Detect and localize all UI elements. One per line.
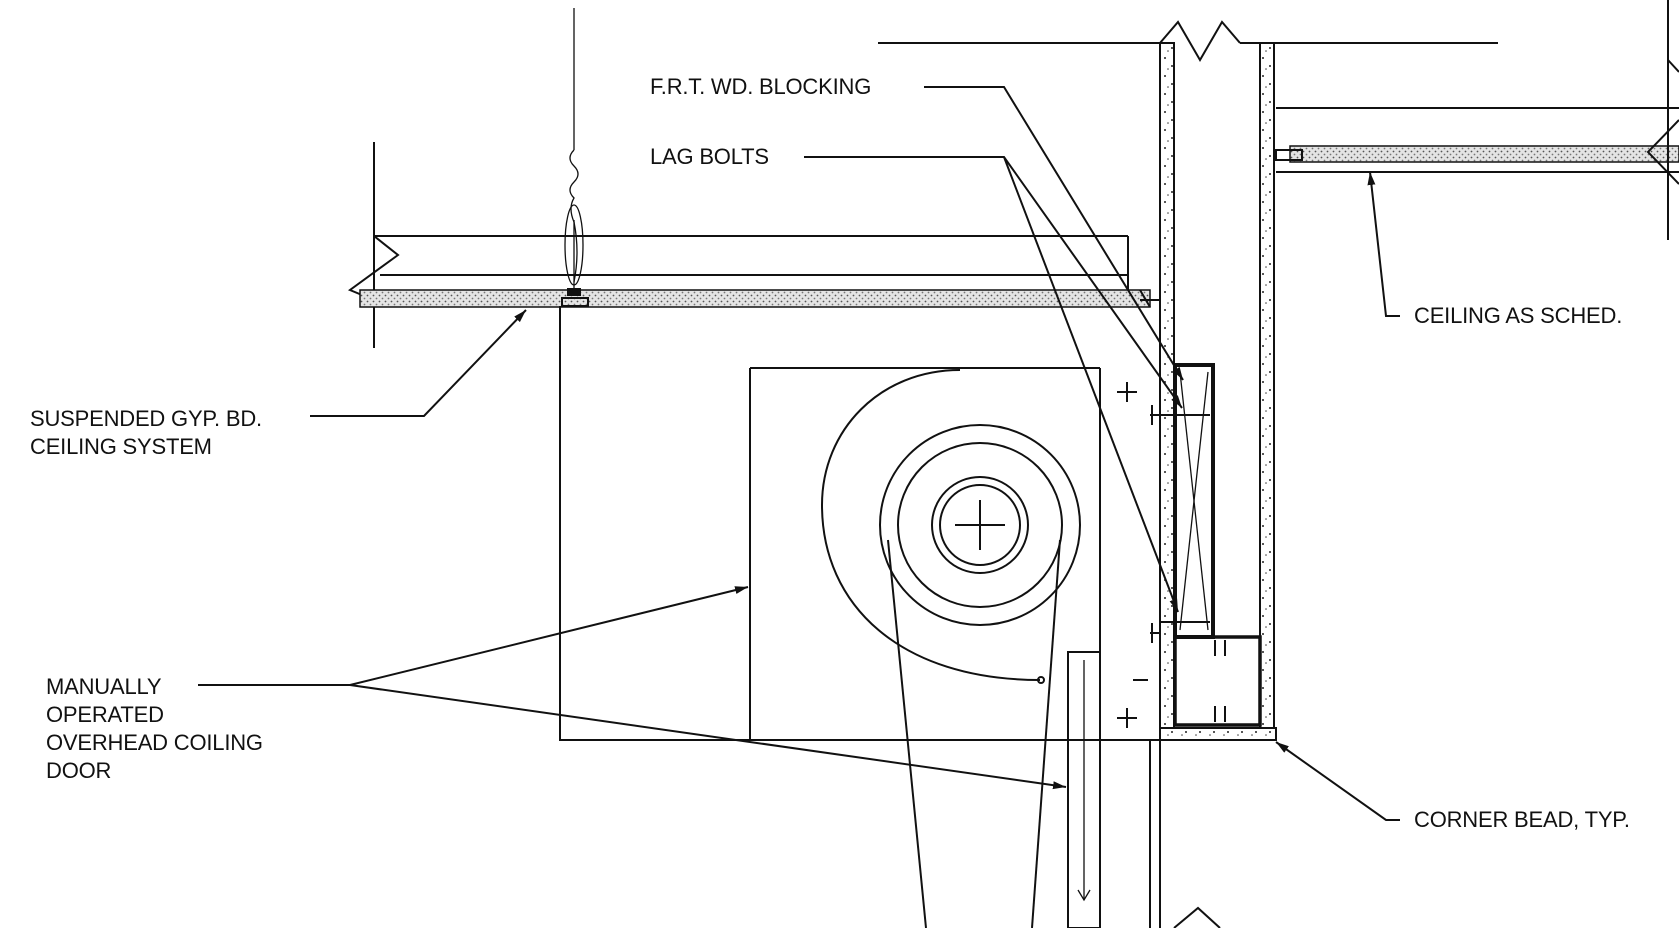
label-coiling-door-line2: OPERATED <box>46 702 164 727</box>
gypsum-board-left <box>359 289 1151 308</box>
scheduled-ceiling <box>1275 0 1679 240</box>
label-lag-bolts: LAG BOLTS <box>650 144 769 169</box>
label-coiling-door: MANUALLY OPERATED OVERHEAD COILING DOOR <box>46 673 263 785</box>
label-frt-blocking: F.R.T. WD. BLOCKING <box>650 74 872 99</box>
leader-lines <box>198 86 1400 821</box>
label-coiling-door-line4: DOOR <box>46 758 112 783</box>
wall-board-left <box>1159 42 1175 741</box>
coiling-door-housing <box>559 306 1161 928</box>
label-suspended-ceiling-line2: CEILING SYSTEM <box>30 434 212 459</box>
label-coiling-door-line1: MANUALLY <box>46 674 162 699</box>
leader-lag-bolts-top <box>804 156 1183 409</box>
leader-coiling-door-bottom <box>349 684 1067 790</box>
leader-coiling-door-top <box>198 586 749 686</box>
label-suspended-ceiling: SUSPENDED GYP. BD. CEILING SYSTEM <box>30 405 262 461</box>
suspended-ceiling-assembly <box>347 142 1161 720</box>
wall-board-right <box>1259 42 1275 729</box>
label-corner-bead: CORNER BEAD, TYP. <box>1414 807 1630 832</box>
leader-corner-bead <box>1275 741 1400 821</box>
label-ceiling-as-sched: CEILING AS SCHED. <box>1414 303 1623 328</box>
gypsum-board-right <box>1289 145 1679 163</box>
leader-suspended-ceiling <box>310 309 527 417</box>
leader-frt-blocking <box>924 86 1184 381</box>
label-suspended-ceiling-line1: SUSPENDED GYP. BD. <box>30 406 262 431</box>
wall-assembly <box>878 20 1498 928</box>
leader-lag-bolts-bottom <box>1003 156 1179 613</box>
label-coiling-door-line3: OVERHEAD COILING <box>46 730 263 755</box>
leader-ceiling-as-sched <box>1367 171 1400 317</box>
hanger-wire <box>561 8 589 307</box>
